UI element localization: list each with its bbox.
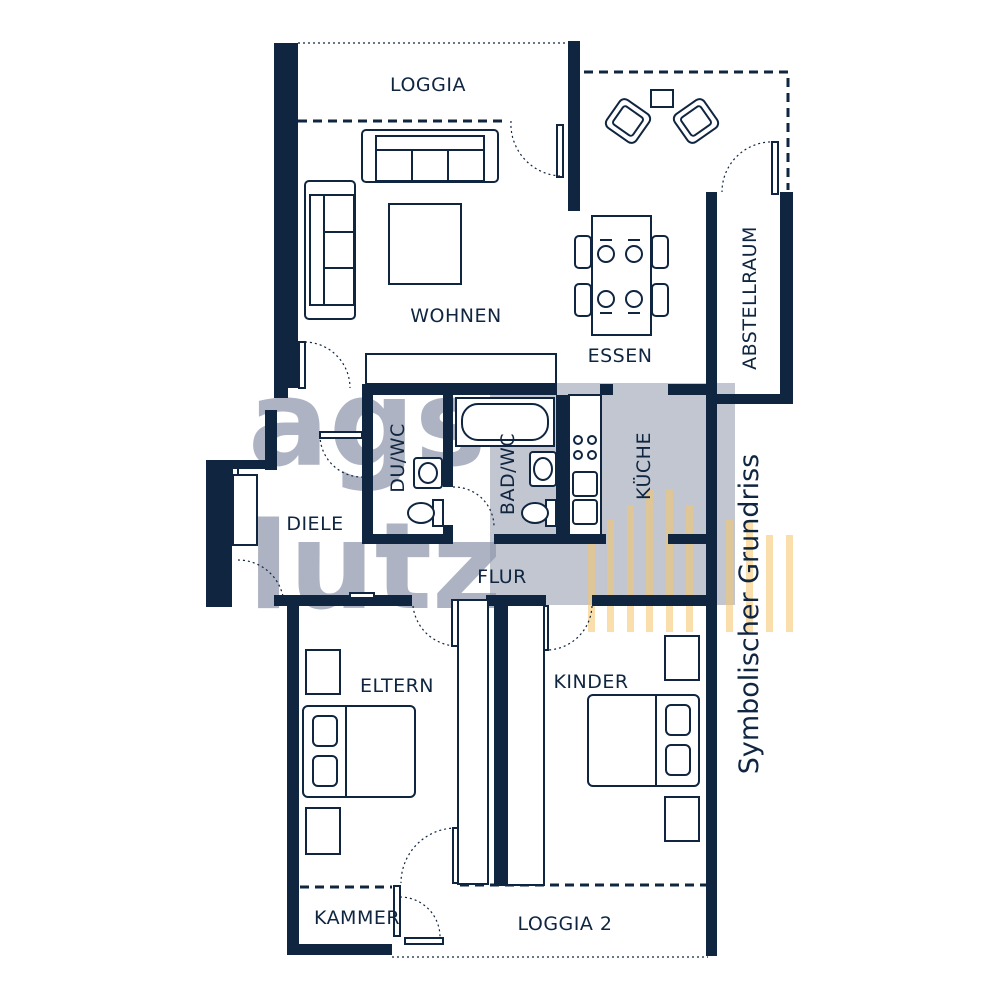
room-label-kueche: KÜCHE [632, 432, 655, 500]
walls [206, 41, 793, 956]
room-label-abstellraum: ABSTELLRAUM [739, 226, 761, 370]
kinder-nightstand-top-icon [664, 635, 700, 681]
bath-sink-icon [529, 451, 557, 487]
bath-toilet-icon [521, 499, 557, 527]
room-label-diele: DIELE [286, 513, 343, 535]
kitchen-counter-icon [568, 394, 602, 536]
eltern-bed-icon [302, 705, 416, 798]
eltern-nightstand-top-icon [305, 649, 341, 695]
bathtub-icon [455, 397, 555, 447]
room-label-loggia: LOGGIA [390, 74, 466, 96]
room-label-kammer: KAMMER [314, 907, 400, 929]
room-label-bad-wc: BAD/WC [497, 433, 519, 515]
room-label-essen: ESSEN [588, 345, 653, 367]
kinder-bed-icon [587, 694, 700, 787]
furniture [232, 89, 720, 855]
kinder-nightstand-bottom-icon [664, 796, 700, 842]
room-label-du-wc: DU/WC [387, 423, 409, 493]
coffee-table-icon [388, 203, 462, 285]
doors [231, 120, 779, 945]
room-label-kinder: KINDER [553, 671, 628, 693]
room-label-flur: FLUR [477, 566, 527, 588]
sideboard-icon [365, 353, 557, 385]
dining-table-icon [574, 215, 669, 336]
sofa-icon [361, 129, 499, 183]
room-label-wohnen: WOHNEN [410, 305, 501, 327]
side-caption: Symbolischer Grundriss [734, 454, 765, 775]
sink-icon [413, 457, 443, 489]
armchair-icon [604, 89, 720, 144]
room-label-eltern: ELTERN [360, 675, 434, 697]
sofa-left-icon [304, 180, 356, 320]
room-label-loggia-2: LOGGIA 2 [517, 913, 612, 935]
diele-wardrobe-icon [232, 474, 258, 546]
outline-lines [298, 42, 790, 958]
toilet-icon [407, 499, 444, 527]
eltern-nightstand-bottom-icon [305, 807, 341, 855]
room-labels: LOGGIA WOHNEN ESSEN ABSTELLRAUM DU/WC BA… [286, 74, 761, 935]
